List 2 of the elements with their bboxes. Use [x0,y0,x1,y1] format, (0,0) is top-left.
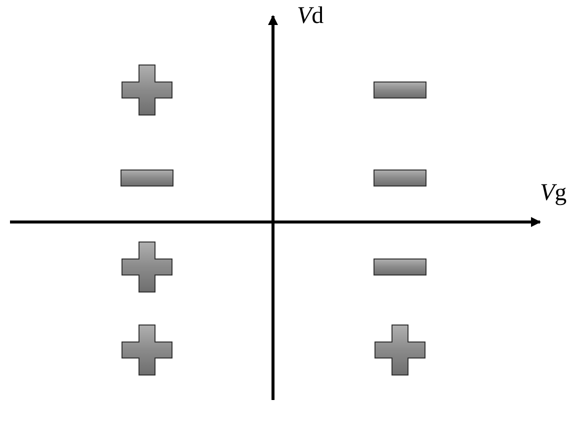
axis-label: Vg [540,180,567,206]
axis-label: Vd [297,3,324,29]
